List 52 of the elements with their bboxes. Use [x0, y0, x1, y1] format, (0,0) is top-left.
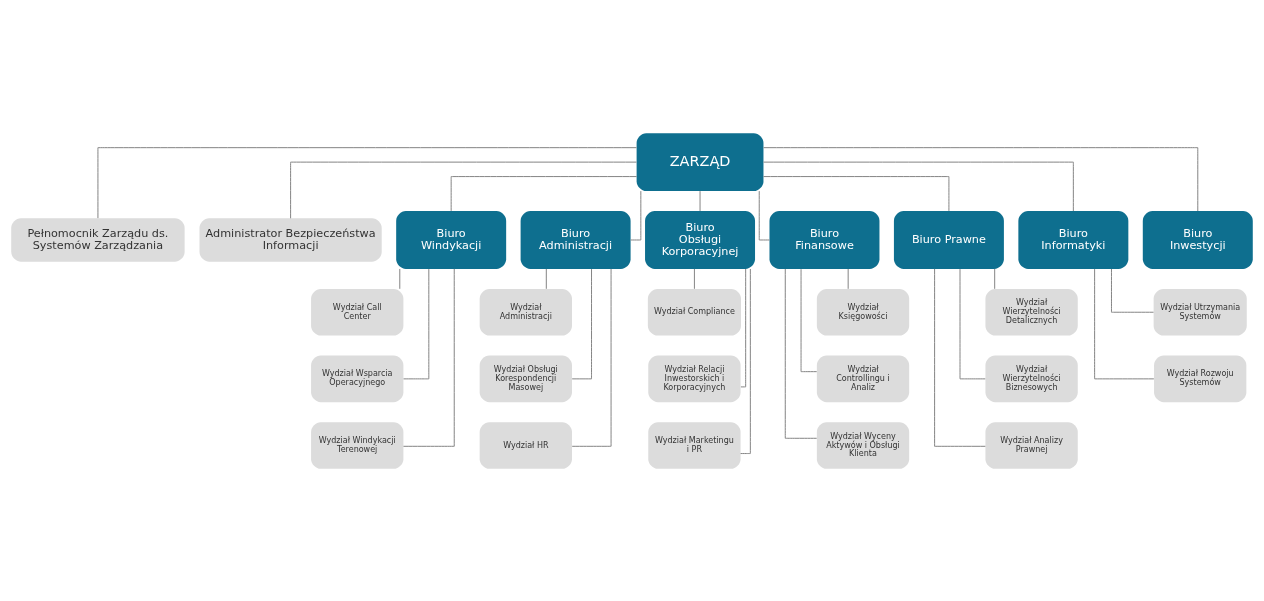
node-box: Pełnomocnik Zarządu ds. Systemów Zarządzania [11, 217, 185, 262]
connector [1094, 268, 1155, 379]
node-box: ZARZĄD [636, 132, 764, 191]
connector [763, 161, 1074, 211]
node-box: Administrator Bezpieczeństwa Informacji [199, 217, 382, 262]
connector [1111, 267, 1154, 313]
node-box: Wydział Księgowości [816, 288, 910, 335]
node-box: Biuro Finansowe [769, 210, 880, 269]
connector [959, 268, 986, 379]
node-box: Wydział Utrzymania Systemów [1153, 288, 1247, 335]
node-box: Wydział Wierzytelności Biznesowych [985, 355, 1078, 402]
connector [699, 190, 701, 211]
connector [630, 190, 642, 240]
node-box: Wydział Obsługi Korespondencji Masowej [479, 355, 572, 402]
node-box: Biuro Inwestycji [1142, 210, 1253, 269]
node-box: Wydział Administracji [479, 288, 572, 335]
node-box: Wydział Wierzytelności Detalicznych [985, 288, 1078, 335]
connector [763, 175, 950, 211]
connector [403, 267, 455, 447]
connector [763, 146, 1199, 211]
connector [290, 161, 637, 219]
node-box: Wydział Analizy Prawnej [985, 421, 1078, 469]
node-box: Biuro Administracji [520, 210, 631, 269]
node-box: Wydział Call Center [311, 288, 404, 335]
connector [758, 190, 770, 240]
node-box: Biuro Prawne [893, 210, 1004, 269]
connector [403, 268, 430, 379]
node-box: Biuro Obsługi Korporacyjnej [645, 210, 756, 269]
connector [994, 267, 996, 289]
connector [934, 267, 986, 447]
connector [571, 268, 592, 379]
connector [784, 268, 818, 439]
connector [97, 146, 637, 219]
node-box: Wydział Rozwoju Systemów [1154, 355, 1247, 402]
node-box: Wydział Wyceny Aktywów i Obsługi Klienta [816, 421, 910, 469]
node-box: Wydział Relacji Inwestorskich i Korporacyjnych [648, 355, 741, 402]
node-box: Biuro Windykacji [396, 210, 507, 269]
node-box: Wydział Compliance [647, 288, 741, 335]
connector [693, 267, 695, 289]
connector [545, 267, 547, 289]
node-box: Wydział Controllingu i Analiz [816, 355, 910, 402]
connector [450, 175, 638, 211]
node-box: Wydział Wsparcia Operacyjnego [311, 355, 404, 402]
node-box: Wydział Windykacji Terenowej [311, 421, 404, 469]
connector [571, 267, 612, 447]
connector [740, 268, 751, 454]
connector [740, 268, 747, 387]
connector [399, 267, 401, 289]
node-box: Biuro Informatyki [1018, 210, 1129, 269]
connector [847, 267, 849, 289]
node-box: Wydział HR [479, 421, 572, 469]
node-box: Wydział Marketingu i PR [648, 421, 741, 469]
